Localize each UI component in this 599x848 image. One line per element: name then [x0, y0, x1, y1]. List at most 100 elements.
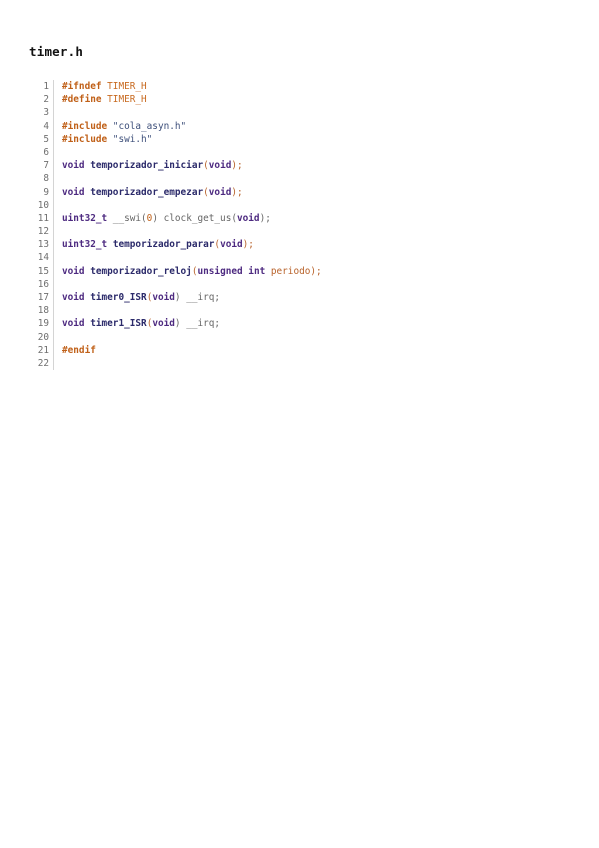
code-token: 0: [146, 212, 153, 224]
code-token: (: [146, 318, 153, 330]
gutter-divider: [53, 343, 54, 357]
code-line: 2 #define TIMER_H: [28, 93, 568, 107]
code-text: void timer1_ISR(void) __irq;: [62, 317, 568, 330]
code-token: #include: [62, 120, 108, 132]
line-number: 17: [37, 292, 49, 303]
code-token: TIMER_H: [101, 81, 147, 92]
code-text: #include "swi.h": [62, 133, 568, 146]
line-number: 4: [43, 120, 49, 132]
gutter-divider: [53, 264, 54, 278]
code-token: ) __irq;: [174, 292, 221, 303]
line-number: 19: [37, 318, 49, 330]
code-token: temporizador_reloj: [90, 265, 192, 277]
code-token: (: [146, 292, 153, 303]
code-token: ) clock_get_us(: [152, 212, 237, 224]
gutter-divider: [53, 317, 54, 331]
code-line: 12: [28, 225, 568, 239]
gutter-divider: [53, 185, 54, 199]
code-text: uint32_t __swi(0) clock_get_us(void);: [62, 212, 568, 225]
gutter-divider: [53, 211, 54, 226]
code-token: __swi(: [107, 212, 147, 224]
code-text: uint32_t temporizador_parar(void);: [62, 238, 568, 251]
code-text: [62, 357, 568, 370]
code-token: void: [62, 160, 85, 172]
code-text: [62, 331, 568, 344]
code-text: void temporizador_iniciar(void);: [62, 159, 568, 172]
code-token: (: [191, 265, 198, 277]
gutter-divider: [53, 172, 54, 186]
code-token: void: [62, 318, 85, 330]
line-number: 7: [43, 160, 49, 172]
code-token: #define: [62, 94, 102, 106]
code-token: (: [214, 239, 221, 251]
code-text: [62, 251, 568, 264]
line-number: 2: [43, 94, 49, 106]
gutter-divider: [53, 93, 54, 107]
code-token: unsigned int: [197, 265, 266, 277]
code-text: [62, 146, 568, 159]
code-line: 1 #ifndef TIMER_H: [28, 80, 568, 94]
code-token: );: [242, 239, 254, 251]
code-line: 6: [28, 145, 568, 160]
code-text: #ifndef TIMER_H: [62, 80, 568, 93]
document-title: timer.h: [29, 44, 84, 59]
line-number: 1: [43, 81, 49, 92]
code-token: void: [62, 186, 85, 198]
line-number: 14: [37, 252, 49, 264]
code-token: void: [208, 160, 232, 172]
line-number: 18: [37, 305, 49, 317]
gutter-divider: [53, 198, 54, 212]
code-token: void: [152, 292, 175, 303]
code-token: (: [203, 160, 209, 172]
code-token: temporizador_iniciar: [90, 160, 204, 172]
code-text: [62, 304, 568, 317]
line-number: 20: [37, 331, 49, 343]
gutter-divider: [53, 132, 54, 146]
code-token: "swi.h": [107, 133, 153, 145]
line-number: 22: [37, 357, 49, 369]
code-token: void: [220, 239, 243, 251]
code-text: [62, 172, 568, 185]
code-text: void temporizador_empezar(void);: [62, 186, 568, 199]
code-text: #define TIMER_H: [62, 93, 568, 106]
code-token: );: [231, 186, 243, 198]
code-text: [62, 199, 568, 212]
gutter-divider: [53, 225, 54, 239]
line-number: 12: [37, 226, 49, 238]
code-line: 16: [28, 277, 568, 291]
code-line: 14: [28, 251, 568, 265]
line-number: 6: [43, 146, 49, 158]
line-number: 5: [43, 133, 49, 145]
code-token: temporizador_empezar: [90, 186, 204, 198]
code-line: 20: [28, 330, 568, 344]
code-token: temporizador_parar: [112, 239, 215, 251]
gutter-divider: [53, 238, 54, 252]
code-line: 22: [28, 356, 568, 371]
gutter-divider: [53, 291, 54, 305]
code-token: void: [62, 265, 85, 277]
line-number: 15: [37, 265, 49, 277]
line-number: 3: [43, 107, 49, 119]
code-text: #include "cola_asyn.h": [62, 120, 568, 133]
code-text: [62, 278, 568, 291]
code-line: 5 #include "swi.h": [28, 132, 568, 146]
code-token: );: [259, 212, 271, 224]
code-token: timer1_ISR: [90, 318, 147, 330]
code-token: TIMER_H: [101, 94, 147, 106]
code-token: #ifndef: [62, 81, 102, 92]
code-token: uint32_t: [62, 239, 108, 251]
code-text: [62, 106, 568, 119]
code-token: #endif: [62, 344, 96, 356]
code-text: #endif: [62, 344, 568, 357]
gutter-divider: [53, 251, 54, 265]
code-line: 8: [28, 172, 568, 186]
code-token: void: [208, 186, 232, 198]
code-line: 15 void temporizador_reloj(unsigned int p…: [28, 264, 568, 278]
gutter-divider: [53, 145, 54, 160]
code-line: 7 void temporizador_iniciar(void);: [28, 159, 568, 173]
code-token: timer0_ISR: [90, 292, 147, 303]
code-text: void temporizador_reloj(unsigned int per…: [62, 265, 568, 278]
